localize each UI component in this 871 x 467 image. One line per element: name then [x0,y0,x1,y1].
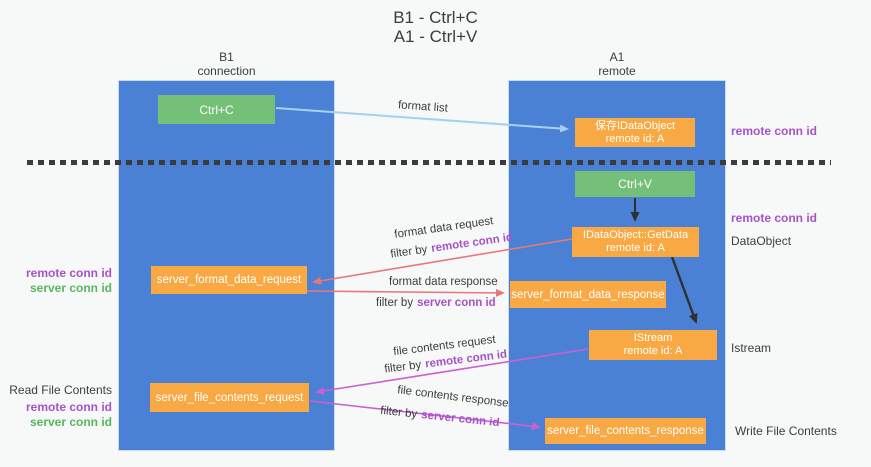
filter-by-text: filter by [376,297,414,309]
right-dataobject-label: DataObject [731,234,792,248]
remote-conn-id-key: remote conn id [430,231,514,255]
right-istream-label: Istream [731,341,772,355]
left-remote-conn-id-file: remote conn id [25,400,112,414]
lane-a1-name: A1 [609,50,625,64]
format-data-response-arrow [306,288,505,297]
istream-box: IStream remote id: A [589,330,717,360]
phase-separator-dashed-line [27,160,831,165]
lane-b1-name: B1 [219,50,234,64]
save-idataobject-box: 保存IDataObject remote id: A [575,118,695,147]
format-list-label: format list [397,99,449,115]
right-remote-conn-id-mid: remote conn id [731,211,818,225]
title-line-1: B1 - Ctrl+C [393,8,478,27]
istream-line1: IStream [633,332,673,344]
lane-a1-role: remote [598,64,636,78]
server-file-contents-response-box: server_file_contents_response [545,418,706,444]
server-conn-id-key: server conn id [420,409,501,430]
lane-header-a1: A1 remote [508,50,726,78]
ctrl-v-box: Ctrl+V [575,171,695,197]
istream-line2: remote id: A [623,345,683,357]
filter-by-text: filter by [383,359,422,376]
title-line-2: A1 - Ctrl+V [393,27,478,46]
file-contents-response-label: file contents response [396,384,510,410]
server-file-contents-request-label: server_file_contents_request [155,391,304,404]
format-data-response-label: format data response [389,276,498,288]
right-remote-conn-id-top: remote conn id [731,124,818,138]
ctrl-c-label: Ctrl+C [199,102,234,117]
server-format-data-request-label: server_format_data_request [156,274,302,286]
left-server-conn-id-format: server conn id [29,281,112,295]
getdata-line2: remote id: A [606,242,665,254]
right-write-file-contents-label: Write File Contents [735,424,837,438]
left-read-file-contents-label: Read File Contents [9,383,112,397]
filter-by-text: filter by [379,404,418,421]
server-format-data-request-box: server_format_data_request [151,266,307,294]
filter-by-text: filter by [389,243,429,261]
left-remote-conn-id-format: remote conn id [25,266,112,280]
diagram-title: B1 - Ctrl+C A1 - Ctrl+V [0,8,871,46]
ctrl-c-box: Ctrl+C [158,95,275,124]
server-file-contents-request-box: server_file_contents_request [150,383,309,412]
lane-header-b1: B1 connection [118,50,335,78]
lane-b1-role: connection [197,64,256,78]
getdata-line1: IDataObject::GetData [582,229,689,241]
left-server-conn-id-file: server conn id [29,415,112,429]
server-file-contents-response-label: server_file_contents_response [547,425,704,437]
save-idataobject-line1: 保存IDataObject [594,119,676,132]
server-conn-id-key: server conn id [417,297,496,309]
save-idataobject-line2: remote id: A [605,132,665,145]
ctrl-v-label: Ctrl+V [618,177,652,191]
server-format-data-response-label: server_format_data_response [511,288,665,301]
server-format-data-response-box: server_format_data_response [510,281,666,308]
idataobject-getdata-box: IDataObject::GetData remote id: A [572,227,699,257]
